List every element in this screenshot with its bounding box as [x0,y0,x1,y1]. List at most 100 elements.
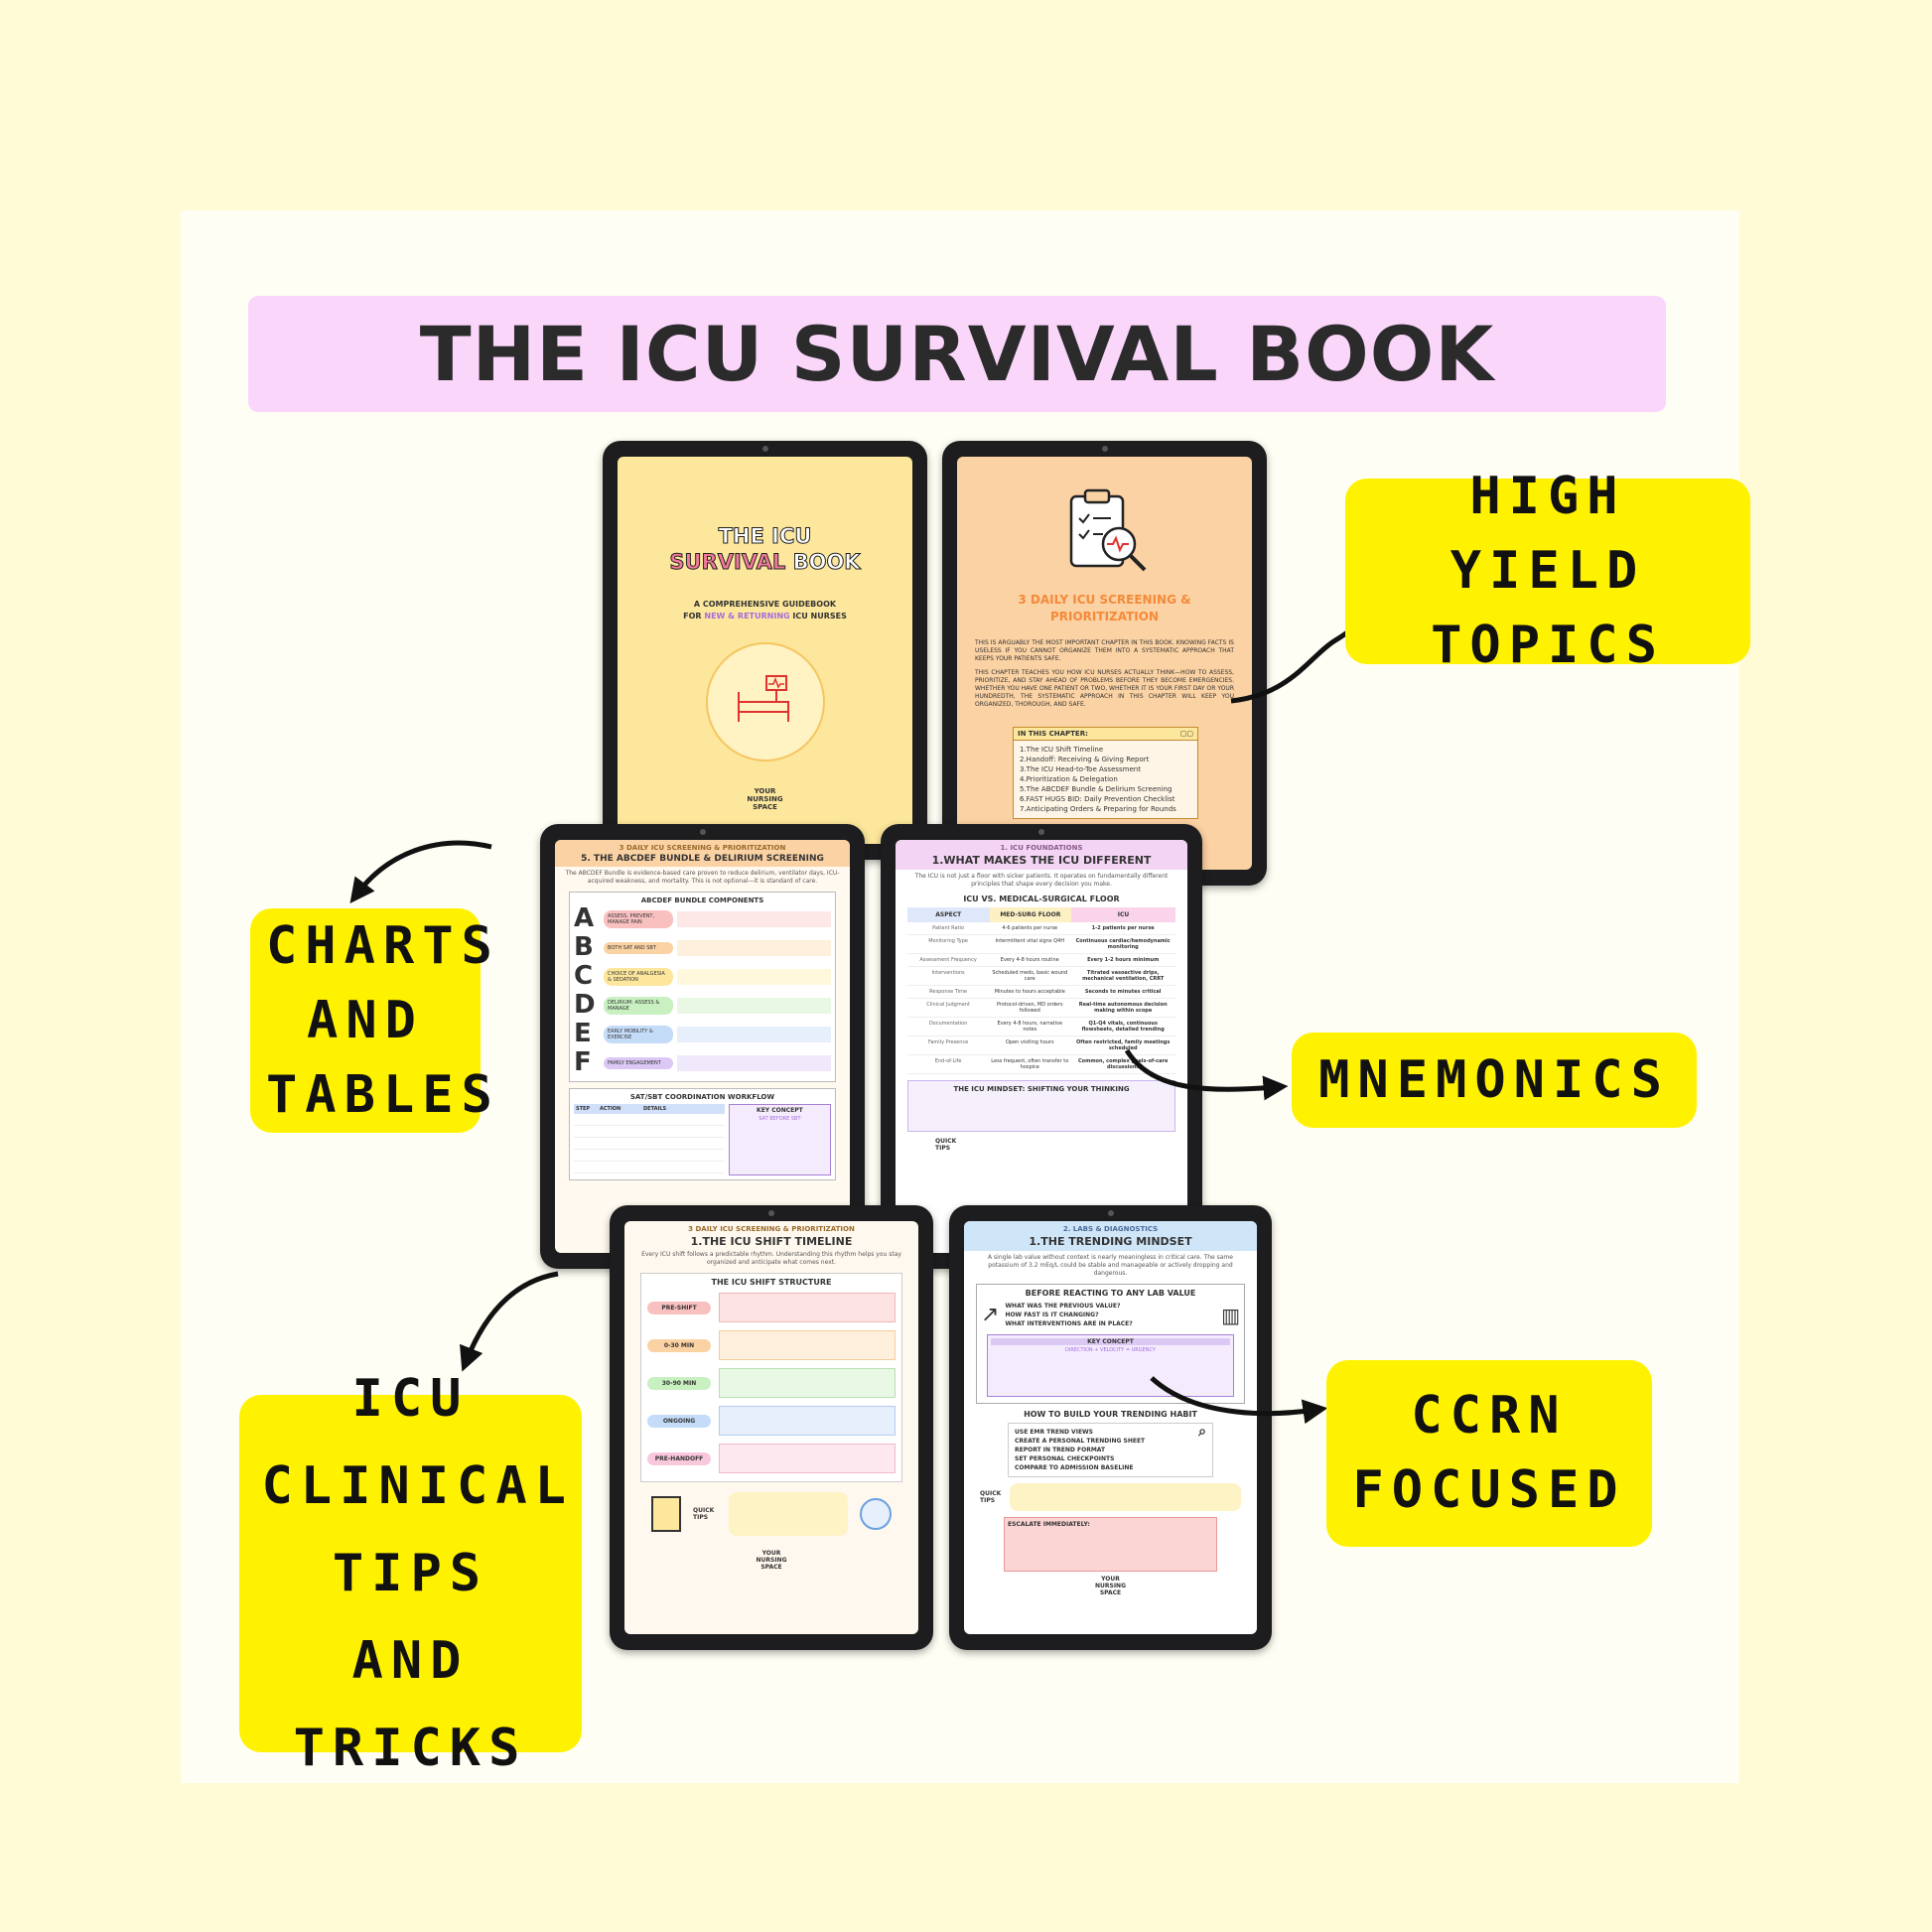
chapter3-screen: 3 DAILY ICU SCREENING & PRIORITIZATION T… [957,457,1252,870]
table-cell: Intermittent vital signs Q4H [995,938,1064,944]
brand-logo: YOUR NURSING SPACE [756,1550,787,1571]
col-header: ICU [1071,907,1175,922]
timeline-screen: 3 DAILY ICU SCREENING & PRIORITIZATION 1… [624,1221,918,1634]
tablet-cover: THE ICU SURVIVAL BOOK A COMPREHENSIVE GU… [603,441,927,860]
shift-phase: 0-30 MIN [647,1338,711,1352]
before-reacting-title: BEFORE REACTING TO ANY LAB VALUE [1025,1289,1196,1298]
table-cell: Patient Ratio [932,925,965,931]
table-cell: Open visiting hours [1005,1039,1054,1045]
timeline-subtitle: Every ICU shift follows a predictable rh… [641,1251,901,1266]
cover-title-line1: THE ICU [718,524,812,549]
habit-item: SET PERSONAL CHECKPOINTS [1015,1455,1115,1462]
chapter3-para2: THIS CHAPTER TEACHES YOU HOW ICU NURSES … [975,669,1234,708]
label-charts-tables: CHARTS AND TABLES [250,908,492,1133]
chapter-item: 3.The ICU Head-to-Toe Assessment [1020,765,1141,773]
table-cell: 1-2 patients per nurse [1091,925,1155,931]
table-cell: Scheduled meds, basic wound care [992,970,1068,982]
shift-phase: ONGOING [647,1414,711,1428]
foundations-screen: 1. ICU FOUNDATIONS 1.WHAT MAKES THE ICU … [896,840,1187,1253]
table-cell: Every 1-2 hours minimum [1087,957,1160,963]
window-controls-icon: ▢▢ [1179,730,1193,738]
table-cell: Response Time [929,989,968,995]
habit-item: CREATE A PERSONAL TRENDING SHEET [1015,1438,1146,1445]
chapter-contents-box: IN THIS CHAPTER: ▢▢ 1.The ICU Shift Time… [1013,727,1198,819]
col-header: ASPECT [907,907,990,922]
abcdef-header: 3 DAILY ICU SCREENING & PRIORITIZATION [619,844,786,852]
habit-item: REPORT IN TREND FORMAT [1015,1447,1106,1453]
table-cell: Clinical Judgment [926,1002,970,1008]
col-header: MED-SURG FLOOR [989,907,1072,922]
comparison-table-title: ICU VS. MEDICAL-SURGICAL FLOOR [963,895,1120,903]
cover-title-book: BOOK [792,550,861,575]
timeline-title: 1.THE ICU SHIFT TIMELINE [690,1235,853,1248]
cover-sub2b: NEW & RETURNING [704,612,790,621]
key-concept-sub: DIRECTION + VELOCITY = URGENCY [1065,1347,1156,1353]
table-cell: Seconds to minutes critical [1084,989,1162,995]
cover-title-survival: SURVIVAL [669,550,786,575]
bundle-pill: FAMILY ENGAGEMENT [604,1056,673,1069]
checklist-icon [651,1496,681,1532]
bundle-pill: ASSESS, PREVENT, MANAGE PAIN [604,909,673,928]
foundations-title: 1.WHAT MAKES THE ICU DIFFERENT [931,854,1152,867]
chapter-contents-title: IN THIS CHAPTER: [1018,730,1088,738]
bundle-letter: B [574,932,594,962]
col-header: DETAILS [643,1106,667,1112]
bundle-letter: D [574,990,596,1020]
title-banner: THE ICU SURVIVAL BOOK [248,296,1666,412]
table-cell: Family Presence [927,1039,969,1045]
chapter-item: 1.The ICU Shift Timeline [1020,746,1104,754]
workflow-title: SAT/SBT COORDINATION WORKFLOW [629,1093,775,1101]
table-row: Documentation Every 4-8 hours, narrative … [907,1018,1175,1036]
abcdef-title: 5. THE ABCDEF BUNDLE & DELIRIUM SCREENIN… [581,854,824,864]
table-cell: Less frequent, often transfer to hospice [991,1058,1069,1070]
arrow-clinical [460,1271,559,1372]
key-concept-title: KEY CONCEPT [757,1107,803,1114]
page-title: THE ICU SURVIVAL BOOK [419,310,1495,398]
label-high-yield: HIGH YIELD TOPICS [1345,467,1750,675]
chapter-item: 5.The ABCDEF Bundle & Delirium Screening [1020,785,1173,793]
mindset-title: THE ICU MINDSET: SHIFTING YOUR THINKING [953,1085,1130,1093]
labs-subtitle: A single lab value without context is ne… [988,1254,1233,1277]
chapter3-title: 3 DAILY ICU SCREENING & PRIORITIZATION [1018,593,1191,623]
bundle-letter: F [574,1047,592,1077]
label-ccrn: CCRN FOCUSED [1326,1360,1652,1547]
table-cell: Real-time autonomous decision making wit… [1078,1002,1168,1014]
bundle-letter: E [574,1019,592,1048]
bundle-pill: BOTH SAT AND SBT [604,941,673,954]
shift-structure-title: THE ICU SHIFT STRUCTURE [711,1278,832,1287]
table-cell: Titrated vasoactive drips, mechanical ve… [1082,970,1165,982]
abcdef-screen: 3 DAILY ICU SCREENING & PRIORITIZATION 5… [555,840,850,1253]
brand-logo: YOUR NURSING SPACE [747,787,783,811]
shift-phase: PRE-HANDOFF [647,1451,711,1465]
quick-tips-label: QUICK TIPS [935,1138,957,1152]
clock-icon [860,1498,892,1530]
labs-header: 2. LABS & DIAGNOSTICS [1062,1225,1159,1233]
col-header: STEP [576,1106,591,1112]
magnifier-icon: ⌕ [1198,1424,1206,1440]
key-concept-title: KEY CONCEPT [991,1338,1230,1345]
table-cell: Documentation [928,1021,968,1027]
foundations-subtitle: The ICU is not just a floor with sicker … [914,873,1169,888]
bar-chart-icon: ▥ [1221,1303,1240,1327]
table-cell: Every 4-8 hours, narrative notes [997,1021,1063,1033]
tablet-abcdef: 3 DAILY ICU SCREENING & PRIORITIZATION 5… [540,824,865,1269]
components-title: ABCDEF BUNDLE COMPONENTS [640,897,764,904]
cover-sub2a: FOR [683,612,702,621]
clipboard-heart-icon [957,457,1252,584]
table-row: Monitoring Type Intermittent vital signs … [907,935,1175,954]
bundle-pill: DELIRIUM: ASSESS & MANAGE [604,996,673,1015]
arrow-charts [349,840,492,903]
trend-up-icon: ↗ [981,1303,1000,1327]
foundations-header: 1. ICU FOUNDATIONS [1000,844,1083,852]
hospital-bed-icon [705,642,825,761]
chapter3-para1: THIS IS ARGUABLY THE MOST IMPORTANT CHAP… [975,639,1234,662]
cover-sub2c: ICU NURSES [792,612,847,621]
chapter-item: 7.Anticipating Orders & Preparing for Ro… [1020,805,1176,813]
table-cell: Q1-Q4 vitals, continuous flowsheets, det… [1081,1021,1165,1033]
table-cell: Monitoring Type [928,938,968,944]
table-cell: Assessment Frequency [919,957,977,963]
